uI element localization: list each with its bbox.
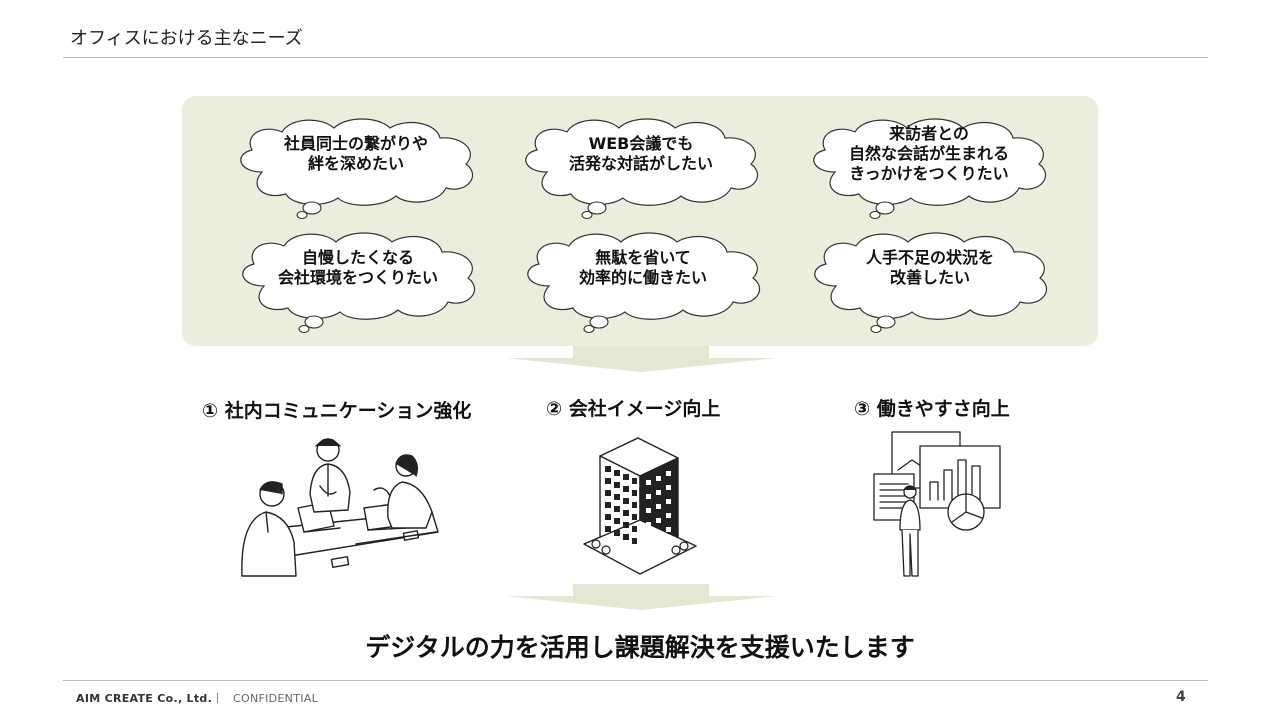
need-text: 社員同士の繋がりや 絆を深めたい (283, 134, 428, 173)
pillar-title: ② 会社イメージ向上 (546, 398, 721, 420)
footer-separator (217, 693, 218, 703)
footer-company: AIM CREATE Co., Ltd. (76, 692, 213, 705)
down-arrow-icon (505, 346, 777, 372)
need-bubble: 人手不足の状況を 改善したい (804, 228, 1056, 334)
thought-cloud-icon (813, 118, 1046, 220)
need-text: 無駄を省いて 効率的に働きたい (578, 248, 707, 287)
thought-cloud-icon (814, 232, 1047, 334)
pillar-title: ③ 働きやすさ向上 (854, 398, 1010, 420)
bottom-divider (63, 680, 1208, 681)
need-bubble: 来訪者との 自然な会話が生まれる きっかけをつくりたい (803, 114, 1055, 220)
need-bubble: 社員同士の繋がりや 絆を深めたい (230, 114, 482, 220)
conclusion-statement: デジタルの力を活用し課題解決を支援いたします (365, 633, 915, 662)
thought-cloud-icon (527, 232, 760, 334)
need-text: 人手不足の状況を 改善したい (865, 248, 994, 287)
top-divider (63, 57, 1208, 58)
need-text: WEB会議でも 活発な対話がしたい (568, 134, 713, 173)
need-text: 自慢したくなる 会社環境をつくりたい (277, 248, 438, 287)
need-bubble: WEB会議でも 活発な対話がしたい (515, 114, 767, 220)
need-bubble: 自慢したくなる 会社環境をつくりたい (232, 228, 484, 334)
footer-confidential: CONFIDENTIAL (233, 692, 319, 705)
slide-title: オフィスにおける主なニーズ (70, 28, 303, 49)
pillar-title: ① 社内コミュニケーション強化 (202, 400, 472, 422)
building-windows (605, 466, 637, 544)
office-building-icon (583, 437, 697, 575)
meeting-people-icon (241, 438, 439, 577)
need-text: 来訪者との 自然な会話が生まれる きっかけをつくりたい (848, 124, 1009, 183)
need-bubble: 無駄を省いて 効率的に働きたい (517, 228, 769, 334)
thought-cloud-icon (525, 118, 758, 220)
thought-cloud-icon (240, 118, 473, 220)
person-viewing-charts-icon (873, 431, 1001, 577)
page-number: 4 (1176, 689, 1186, 705)
down-arrow-icon (505, 584, 777, 610)
thought-cloud-icon (242, 232, 475, 334)
